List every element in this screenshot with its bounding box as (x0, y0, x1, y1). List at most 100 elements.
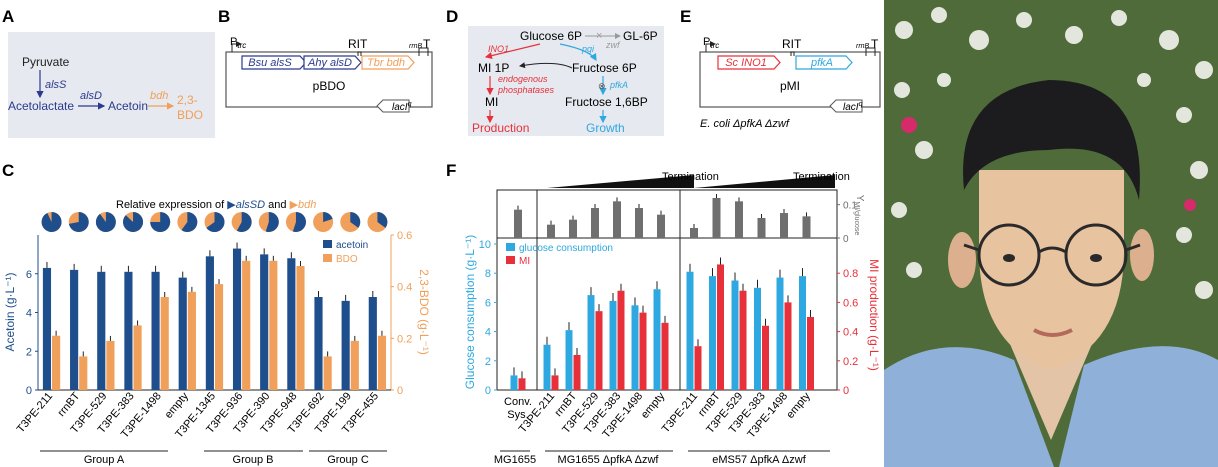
acetoin-bar (260, 254, 269, 390)
expression-pie-alssd (323, 212, 333, 222)
acetoin-label: Acetoin (108, 99, 148, 113)
termination-label-2: Termination (793, 171, 850, 183)
mi-bar (639, 312, 647, 390)
portrait-photo (884, 0, 1218, 467)
pyruvate-label: Pyruvate (22, 55, 70, 69)
glucose-bar (510, 375, 518, 390)
c-legend-bdo-label: BDO (336, 254, 358, 265)
glucose-bar (609, 300, 617, 390)
mi-bar (595, 311, 603, 390)
c-legend-bdo-swatch (323, 254, 332, 262)
ino1-arrow (484, 43, 541, 60)
alsD-label: alsD (80, 90, 102, 102)
f-category-label: empty (784, 390, 813, 421)
c-left-tick-label: 0 (26, 385, 32, 397)
acetoin-bar (151, 271, 160, 390)
zwf-block-mark: × (596, 30, 602, 42)
c-category-label: T3PE-211 (15, 390, 56, 435)
expression-pie-alssd (181, 211, 198, 232)
strain-e-label: E. coli ΔpfkA Δzwf (700, 118, 790, 130)
panel-a-background (8, 32, 215, 138)
bdo-bar (323, 356, 332, 390)
strain-ems57-dko-label: eMS57 ΔpfkA Δzwf (712, 454, 807, 466)
acetoin-bar (232, 248, 242, 390)
f-top-tick-label: 0 (843, 234, 849, 245)
panel-f-letter: F (446, 161, 456, 180)
promoter-b-arrow (231, 41, 242, 52)
pfka-gene (795, 55, 853, 70)
f-right-tick-label: 0.6 (843, 297, 858, 309)
sc-ino1-label: Sc INO1 (725, 57, 767, 69)
acetoin-bar (287, 258, 296, 390)
figure-canvas: A Pyruvate alsS Acetolactate alsD Acetoi… (2, 7, 881, 466)
pbdo-label: pBDO (313, 79, 346, 93)
pfka-block-mark: ⊗ (598, 81, 606, 91)
rrnb-e-label: rrnB (856, 43, 870, 50)
expression-pie-alssd (95, 212, 116, 233)
panel-b: B Ptrc Bsu alsS Ahy alsD RIT Tbr bdh rrn… (218, 7, 433, 113)
termination-wedge-1 (547, 175, 694, 188)
panel-d-background (468, 26, 664, 136)
acetoin-bar (97, 271, 106, 390)
glucose-bar (565, 330, 573, 390)
bsu-alss-label: Bsu alsS (248, 57, 292, 69)
ahy-alsd-gene (303, 55, 362, 70)
tbr-bdh-label: Tbr bdh (367, 57, 405, 69)
yield-bar (757, 218, 766, 238)
zwf-label: zwf (605, 40, 621, 50)
yield-bar (690, 228, 698, 238)
ino1-label: INO1 (488, 44, 509, 54)
panel-c-letter: C (2, 161, 14, 180)
c-right-tick-label: 0.2 (397, 333, 412, 345)
pgi-label: pgi (581, 44, 595, 54)
laci-e-label: lacIq (843, 101, 863, 113)
acetoin-bar (368, 297, 377, 390)
yield-bar (635, 208, 643, 238)
f-y2label: MI production (g·L⁻¹) (867, 259, 881, 371)
group-b-label: Group B (233, 454, 274, 466)
bdo-bar (350, 340, 359, 390)
mi-bar (762, 325, 769, 390)
phosphatases-label: phosphatases (497, 85, 555, 95)
panel-e-letter: E (680, 7, 691, 26)
f-right-tick-label: 0 (843, 385, 849, 397)
acetoin-bar (205, 256, 214, 390)
yield-bar (780, 213, 788, 238)
glucose-bar (709, 276, 716, 390)
c-left-tick-label: 6 (26, 269, 32, 281)
sc-ino1-gene (717, 55, 781, 70)
expression-pie-alssd (377, 212, 388, 228)
glucose-bar (543, 344, 551, 390)
c-category-label: rrnBT (56, 390, 83, 419)
f-category-label: Conv. (504, 396, 532, 408)
acetoin-bar (178, 277, 187, 390)
expression-pie-alssd (206, 212, 225, 232)
acetolactate-label: Acetolactate (8, 99, 74, 113)
panel-d: D Glucose 6P × zwf GL-6P INO1 pgi MI 1P … (446, 7, 664, 136)
bdo-bar (242, 260, 251, 390)
bdo-bar (269, 260, 278, 390)
f-left-tick-label: 10 (479, 239, 491, 251)
bdo-bar (377, 335, 387, 390)
t-b-label: T (423, 37, 431, 51)
c-left-tick-label: 4 (26, 308, 32, 320)
bdo-bar (187, 291, 196, 390)
mi-bar (551, 375, 559, 390)
t-e-label: T (871, 37, 879, 51)
rrnb-b-label: rrnB (409, 43, 423, 50)
pfka-gene-label: pfkA (810, 57, 833, 69)
terminator-b-mark (418, 47, 429, 56)
bdo-bar (106, 340, 115, 390)
glucose-bar (686, 271, 694, 390)
relative-expression-legend: Relative expression of ▶alsSD and ▶bdh (116, 199, 316, 211)
rit-b-mark (357, 51, 362, 56)
c-legend-acetoin-label: acetoin (336, 240, 368, 251)
expression-pie-alssd (236, 212, 252, 232)
f-ytop-label: YMI/glucose (853, 195, 865, 236)
bdh-label: bdh (150, 90, 168, 102)
alsS-label: alsS (45, 79, 67, 91)
group-c-label: Group C (327, 454, 369, 466)
panel-e: E Ptrc Sc INO1 RIT pfkA rrnB T pMI lacIq… (680, 7, 881, 130)
f-left-tick-label: 6 (485, 297, 491, 309)
mi-bar (617, 290, 625, 390)
